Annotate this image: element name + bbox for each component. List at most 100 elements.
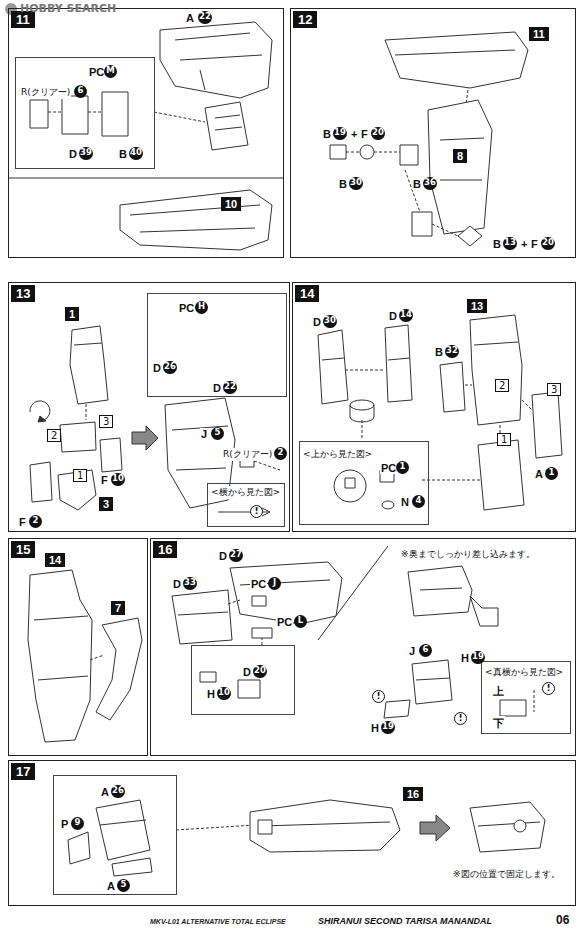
part-number: 26 [111, 785, 125, 798]
part-number: 9 [71, 817, 84, 830]
caution-mark: ! [542, 682, 555, 695]
part-letter: H [206, 688, 216, 700]
part-letter: F [100, 474, 109, 486]
part-letter: D [242, 666, 252, 678]
part-letter: PC [178, 302, 195, 314]
note-text: R(クリアー) [20, 86, 71, 99]
reference-number: 1 [77, 470, 83, 481]
part-letter: A [185, 12, 195, 24]
order-square: 2 [47, 429, 61, 442]
part-letter: B [492, 238, 502, 250]
part-number: 10 [111, 473, 125, 486]
reference-box: 8 [453, 149, 467, 163]
page-number: 06 [556, 913, 569, 927]
part-letter: B [434, 346, 444, 358]
part-letter: PC [380, 462, 397, 474]
reference-number: 3 [551, 384, 557, 395]
part-letter: N [400, 496, 410, 508]
part-number: J [268, 577, 281, 590]
part-letter: D [68, 148, 78, 160]
part-letter: B [412, 178, 422, 190]
reference-number: 13 [471, 300, 483, 312]
part-number: 20 [253, 665, 267, 678]
part-number: 40 [129, 147, 143, 160]
inset-box: <真横から見た図> 上! 下 [481, 661, 571, 734]
part-number: 5 [117, 879, 130, 892]
part-number: 19 [333, 127, 347, 140]
inset-box: H10 D20 [191, 645, 295, 715]
order-square: 3 [99, 415, 113, 428]
footer-title: SHIRANUI SECOND TARISA MANANDAL [318, 916, 492, 926]
step-panel: 11PCMR(クリアー)6D39B4010 [8, 8, 284, 258]
inset-box: PCMR(クリアー)6D39B40 [15, 57, 155, 169]
part-number: 6 [74, 85, 87, 98]
part-letter: + [520, 238, 528, 250]
part-letter: P [60, 818, 69, 830]
part-letter: F [18, 516, 27, 528]
part-number: 6 [419, 644, 432, 657]
part-number: 39 [79, 147, 93, 160]
part-letter: J [408, 645, 416, 657]
part-number: 14 [399, 309, 413, 322]
reference-box: 3 [99, 497, 113, 511]
part-number: 13 [503, 237, 517, 250]
part-letter: 下 [492, 716, 505, 731]
part-number: 20 [371, 127, 385, 140]
part-number: H [195, 301, 208, 314]
reference-number: 2 [51, 430, 57, 441]
part-number: 20 [541, 237, 555, 250]
part-number: 5 [211, 427, 224, 440]
order-square: 3 [547, 383, 561, 396]
part-letter: D [212, 382, 222, 394]
watermark: HOBBY SEARCH [20, 2, 116, 15]
reference-number: 14 [49, 554, 61, 566]
reference-number: 8 [457, 150, 463, 162]
caution-mark: ! [250, 505, 263, 518]
step-panel: 1716P9A26A5 [8, 760, 576, 906]
reference-number: 10 [225, 198, 237, 210]
part-number: 10 [217, 687, 231, 700]
step-panel: 15147 [8, 538, 148, 756]
reference-number: 3 [103, 498, 109, 510]
step-panel: 131PCHD26D222313<横から見た図>! [8, 282, 290, 532]
part-letter: H [370, 722, 380, 734]
reference-box: 16 [403, 787, 423, 801]
step-number: 16 [153, 541, 177, 558]
part-number: 30 [323, 315, 337, 328]
part-letter: D [312, 316, 322, 328]
inset-box: <横から見た図>! [207, 483, 285, 527]
note-text: <真横から見た図> [484, 666, 564, 679]
step-number: 12 [293, 11, 317, 28]
part-number: 2 [29, 515, 42, 528]
part-letter: PC [276, 616, 293, 628]
part-number: 19 [471, 651, 485, 664]
part-number: 32 [445, 345, 459, 358]
caution-mark: ! [372, 690, 385, 703]
part-letter: + [350, 128, 358, 140]
step-number: 17 [11, 763, 35, 780]
note-text: ※図の位置で固定します。 [452, 868, 561, 881]
reference-box: 13 [467, 299, 487, 313]
reference-box: 1 [65, 307, 79, 321]
part-number: 19 [381, 721, 395, 734]
part-number: 22 [223, 381, 237, 394]
part-letter: B [118, 148, 128, 160]
reference-box: 14 [45, 553, 65, 567]
part-number: 33 [183, 577, 197, 590]
part-letter: A [106, 880, 116, 892]
inset-box: PCHD26D22 [147, 293, 287, 397]
reference-number: 3 [103, 416, 109, 427]
part-number: 1 [396, 461, 409, 474]
footer-text: MKV-L01 ALTERNATIVE TOTAL ECLIPSE [150, 918, 286, 925]
part-letter: A [534, 468, 544, 480]
inset-box: <上から見た図>PC1N4 [299, 441, 429, 525]
reference-box: 11 [529, 27, 549, 41]
part-letter: D [152, 362, 162, 374]
part-letter: A [100, 786, 110, 798]
order-square: 2 [495, 379, 509, 392]
inset-box: P9A26A5 [53, 775, 177, 895]
part-letter: 上 [492, 684, 505, 699]
caution-mark: ! [454, 712, 467, 725]
part-number: 26 [163, 361, 177, 374]
